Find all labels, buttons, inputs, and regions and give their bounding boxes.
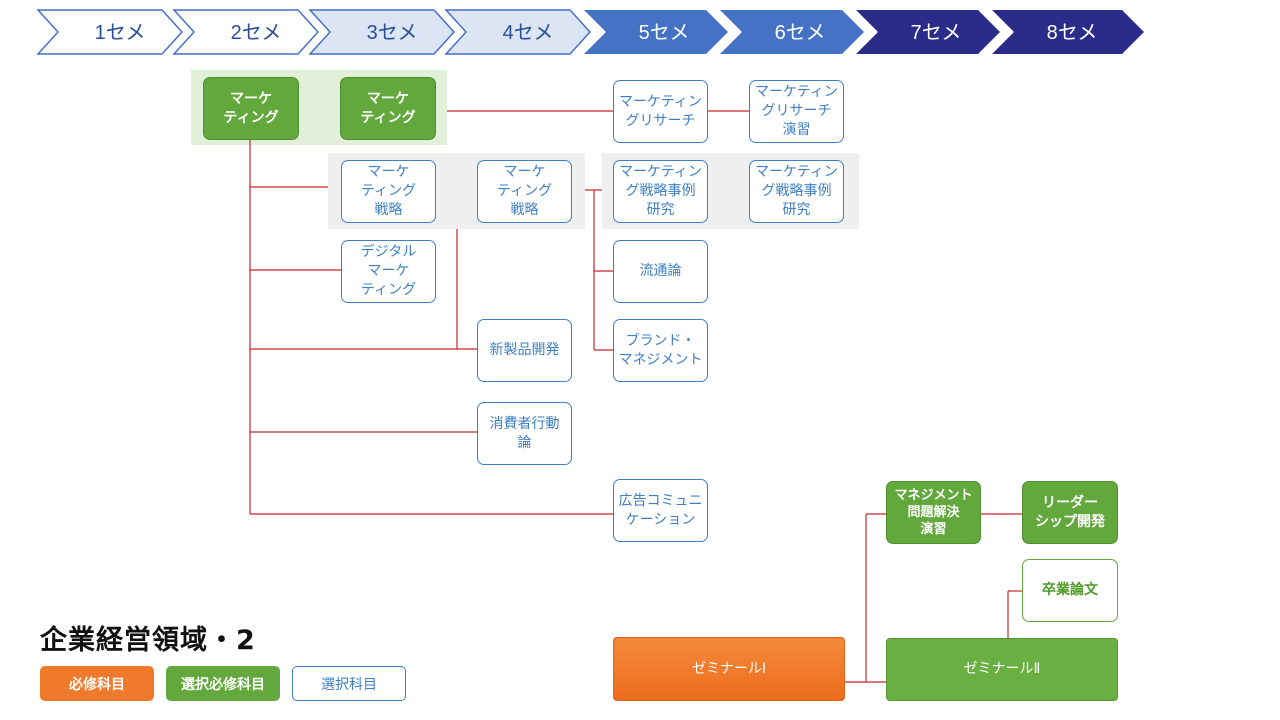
semester-3-label: 3セメ xyxy=(367,22,418,44)
semester-2-label: 2セメ xyxy=(231,22,282,44)
course-advertising-communication[interactable]: 広告コミュニ ケーション xyxy=(613,479,708,542)
semester-5: 5セメ xyxy=(584,10,728,54)
course-management-problem-solving[interactable]: マネジメント 問題解決 演習 xyxy=(886,481,981,544)
course-new-product-development[interactable]: 新製品開発 xyxy=(477,319,572,382)
course-distribution[interactable]: 流通論 xyxy=(613,240,708,303)
semester-5-label: 5セメ xyxy=(639,22,690,44)
semester-1-label: 1セメ xyxy=(95,22,146,44)
course-seminar-2[interactable]: ゼミナールⅡ xyxy=(886,638,1118,701)
course-marketing-strategy-2[interactable]: マーケ ティング 戦略 xyxy=(477,160,572,223)
course-brand-management[interactable]: ブランド・ マネジメント xyxy=(613,319,708,382)
semester-4: 4セメ xyxy=(444,9,592,55)
course-seminar-1[interactable]: ゼミナールⅠ xyxy=(613,637,845,701)
course-marketing-strategy-1[interactable]: マーケ ティング 戦略 xyxy=(341,160,436,223)
semester-6: 6セメ xyxy=(720,10,864,54)
semester-4-label: 4セメ xyxy=(503,22,554,44)
semester-timeline: 1セメ 2セメ 3セメ 4セメ 5セメ 6セメ 7セメ 8セメ xyxy=(36,9,1144,55)
semester-7-label: 7セメ xyxy=(911,22,962,44)
semester-2: 2セメ xyxy=(172,9,320,55)
course-strategy-case-study-1[interactable]: マーケティン グ戦略事例 研究 xyxy=(613,160,708,223)
legend-required-elective: 選択必修科目 xyxy=(166,666,280,701)
course-marketing-2[interactable]: マーケ ティング xyxy=(340,77,436,140)
semester-8: 8セメ xyxy=(992,10,1144,54)
course-leadership-development[interactable]: リーダー シップ開発 xyxy=(1022,481,1118,544)
course-marketing-research[interactable]: マーケティン グリサーチ xyxy=(613,80,708,143)
legend-required: 必修科目 xyxy=(40,666,154,701)
course-marketing-1[interactable]: マーケ ティング xyxy=(203,77,299,140)
semester-8-label: 8セメ xyxy=(1047,22,1098,44)
course-graduation-thesis[interactable]: 卒業論文 xyxy=(1022,559,1118,622)
course-digital-marketing[interactable]: デジタル マーケ ティング xyxy=(341,240,436,303)
course-consumer-behavior[interactable]: 消費者行動 論 xyxy=(477,402,572,465)
course-marketing-research-practice[interactable]: マーケティン グリサーチ 演習 xyxy=(749,80,844,143)
page-title: 企業経営領域・2 xyxy=(40,625,256,656)
legend-elective: 選択科目 xyxy=(292,666,406,701)
course-strategy-case-study-2[interactable]: マーケティン グ戦略事例 研究 xyxy=(749,160,844,223)
semester-7: 7セメ xyxy=(856,10,1000,54)
semester-1: 1セメ xyxy=(36,9,184,55)
semester-6-label: 6セメ xyxy=(775,22,826,44)
semester-3: 3セメ xyxy=(308,9,456,55)
